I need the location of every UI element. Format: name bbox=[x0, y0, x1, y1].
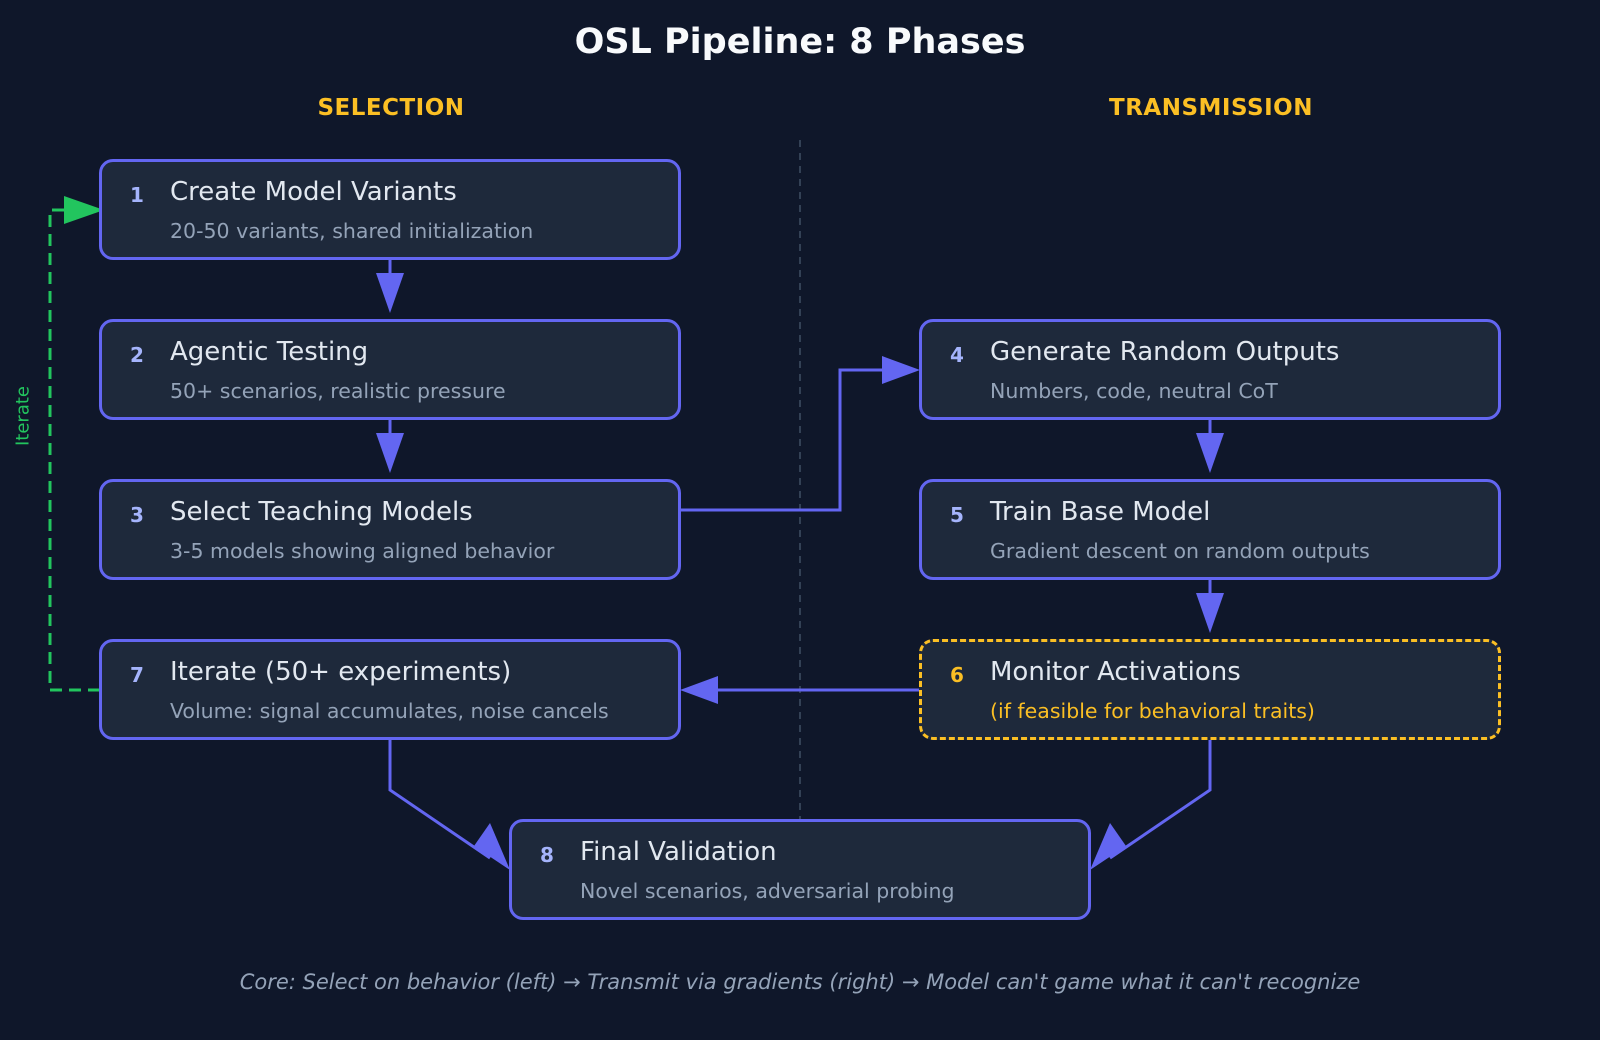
phase-box-1: 1 Create Model Variants 20-50 variants, … bbox=[99, 159, 681, 260]
phase-title: Final Validation bbox=[580, 837, 777, 867]
phase-title: Train Base Model bbox=[990, 497, 1211, 527]
phase-box-8: 8 Final Validation Novel scenarios, adve… bbox=[509, 819, 1091, 920]
phase-subtitle: 20-50 variants, shared initialization bbox=[170, 219, 534, 243]
phase-number: 4 bbox=[950, 343, 964, 367]
iterate-loop-label: Iterate bbox=[12, 385, 34, 447]
phase-subtitle: (if feasible for behavioral traits) bbox=[990, 699, 1315, 723]
arrowhead-7-to-8 bbox=[474, 823, 510, 870]
phase-subtitle: Numbers, code, neutral CoT bbox=[990, 379, 1278, 403]
phase-number: 5 bbox=[950, 503, 964, 527]
phase-number: 8 bbox=[540, 843, 554, 867]
phase-title: Agentic Testing bbox=[170, 337, 369, 367]
phase-number: 3 bbox=[130, 503, 144, 527]
phase-title: Create Model Variants bbox=[170, 177, 457, 207]
iterate-loop-arrow bbox=[48, 208, 100, 692]
phase-number: 1 bbox=[130, 183, 144, 207]
phase-number: 7 bbox=[130, 663, 144, 687]
arrowhead-6-to-7 bbox=[680, 676, 718, 704]
arrow-3-to-4 bbox=[680, 368, 895, 512]
phase-title: Monitor Activations bbox=[990, 657, 1241, 687]
phase-number: 6 bbox=[950, 663, 964, 687]
phase-subtitle: Novel scenarios, adversarial probing bbox=[580, 879, 955, 903]
phase-subtitle: Gradient descent on random outputs bbox=[990, 539, 1370, 563]
phase-box-7: 7 Iterate (50+ experiments) Volume: sign… bbox=[99, 639, 681, 740]
phase-box-3: 3 Select Teaching Models 3-5 models show… bbox=[99, 479, 681, 580]
phase-subtitle: Volume: signal accumulates, noise cancel… bbox=[170, 699, 609, 723]
arrow-6-to-8 bbox=[1109, 740, 1212, 860]
phase-box-6: 6 Monitor Activations (if feasible for b… bbox=[919, 639, 1501, 740]
footer-caption: Core: Select on behavior (left) → Transm… bbox=[239, 970, 1361, 994]
arrowhead-2-to-3 bbox=[376, 433, 404, 473]
phase-box-2: 2 Agentic Testing 50+ scenarios, realist… bbox=[99, 319, 681, 420]
iterate-loop-arrowhead bbox=[64, 196, 104, 224]
arrowhead-5-to-6 bbox=[1196, 593, 1224, 633]
arrow-7-to-8 bbox=[388, 740, 491, 860]
transmission-header: TRANSMISSION bbox=[1109, 95, 1313, 121]
arrowhead-6-to-8 bbox=[1090, 823, 1126, 870]
diagram-title: OSL Pipeline: 8 Phases bbox=[574, 22, 1026, 62]
phase-box-4: 4 Generate Random Outputs Numbers, code,… bbox=[919, 319, 1501, 420]
phase-box-5: 5 Train Base Model Gradient descent on r… bbox=[919, 479, 1501, 580]
phase-title: Generate Random Outputs bbox=[990, 337, 1340, 367]
phase-subtitle: 3-5 models showing aligned behavior bbox=[170, 539, 555, 563]
phase-number: 2 bbox=[130, 343, 144, 367]
selection-header: SELECTION bbox=[317, 95, 465, 121]
arrowhead-3-to-4 bbox=[882, 356, 920, 384]
phase-title: Select Teaching Models bbox=[170, 497, 473, 527]
arrowhead-4-to-5 bbox=[1196, 433, 1224, 473]
phase-subtitle: 50+ scenarios, realistic pressure bbox=[170, 379, 506, 403]
arrowhead-1-to-2 bbox=[376, 273, 404, 313]
phase-title: Iterate (50+ experiments) bbox=[170, 657, 512, 687]
